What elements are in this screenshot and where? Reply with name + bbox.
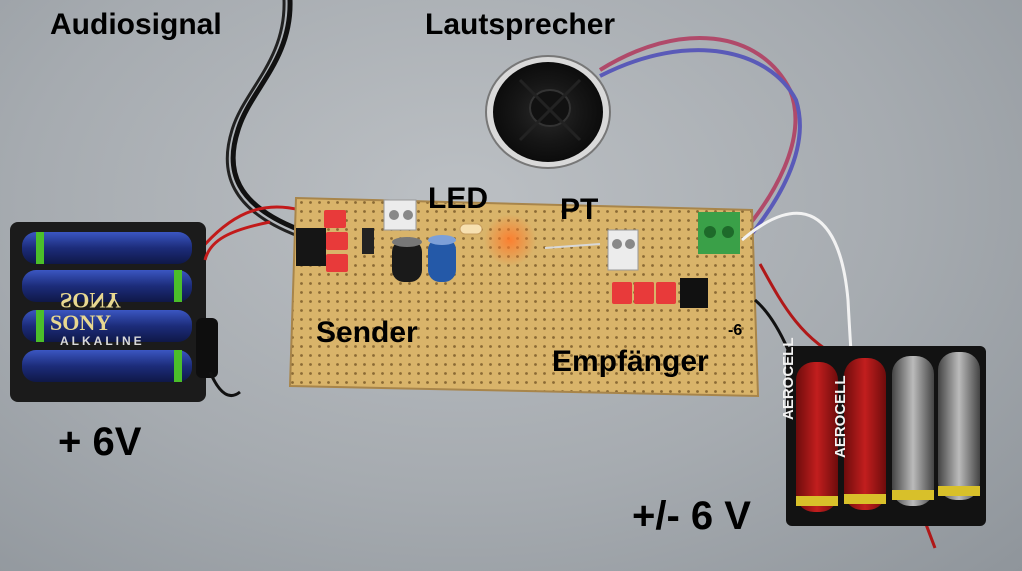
receiver-components xyxy=(544,212,740,308)
speaker-wires xyxy=(598,35,802,238)
sony-label-lower: SONY xyxy=(50,310,112,335)
audio-signal-label: Audiosignal xyxy=(50,8,222,41)
left-supply-label: + 6V xyxy=(58,420,142,464)
led-label: LED xyxy=(428,182,488,215)
aerocell-label-2: AEROCELL xyxy=(832,375,849,459)
alkaline-label: ALKALINE xyxy=(60,334,145,348)
left-battery-pack xyxy=(10,220,271,402)
speaker xyxy=(485,55,611,169)
sender-components xyxy=(296,199,536,282)
sender-label: Sender xyxy=(316,316,418,349)
audio-cable xyxy=(198,0,303,252)
pt-label: PT xyxy=(560,193,599,226)
right-battery-pack xyxy=(786,346,986,526)
aerocell-label: AEROCELL xyxy=(780,337,797,421)
speaker-label: Lautsprecher xyxy=(425,8,616,41)
receiver-label: Empfänger xyxy=(552,345,709,378)
right-supply-label: +/- 6 V xyxy=(632,494,751,538)
board-mark: -6 xyxy=(728,322,743,339)
